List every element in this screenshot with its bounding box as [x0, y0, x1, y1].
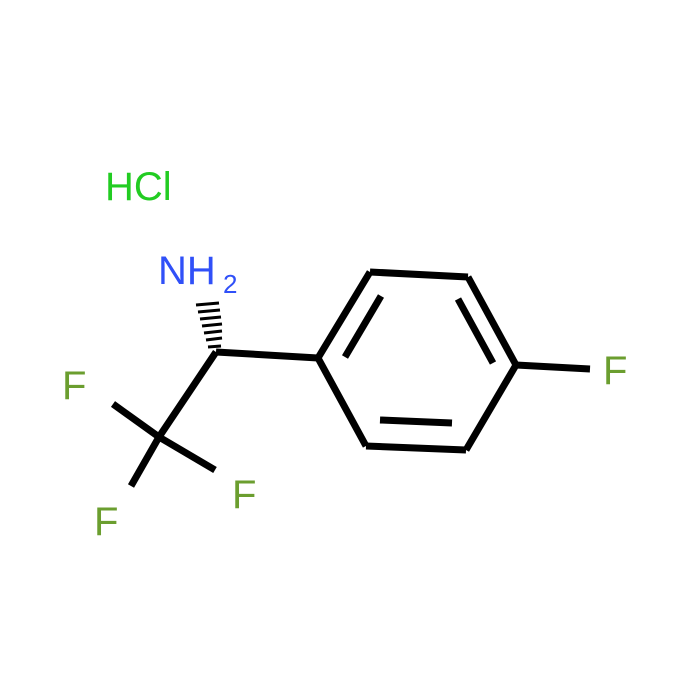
bond-cf3-f-bottom — [127, 435, 163, 488]
fluorine-label-aryl: F — [603, 349, 627, 393]
amine-label: NH — [158, 249, 216, 293]
bond-stereocenter-cf3 — [156, 350, 219, 439]
salt-label: HCl — [105, 165, 172, 209]
fluorine-label-cf3-right: F — [232, 473, 256, 517]
hashed-wedge-bond — [195, 301, 223, 349]
amine-subscript: 2 — [223, 269, 237, 299]
benzene-ring — [314, 268, 520, 454]
fluorine-label-cf3-bottom: F — [94, 500, 118, 544]
bond-cf3-f-top — [110, 401, 162, 440]
bond-aryl-fluorine — [515, 361, 591, 373]
bond-cf3-f-right — [157, 433, 217, 474]
bond-stereocenter-aryl — [215, 348, 319, 362]
fluorine-label-cf3-top: F — [62, 364, 86, 408]
